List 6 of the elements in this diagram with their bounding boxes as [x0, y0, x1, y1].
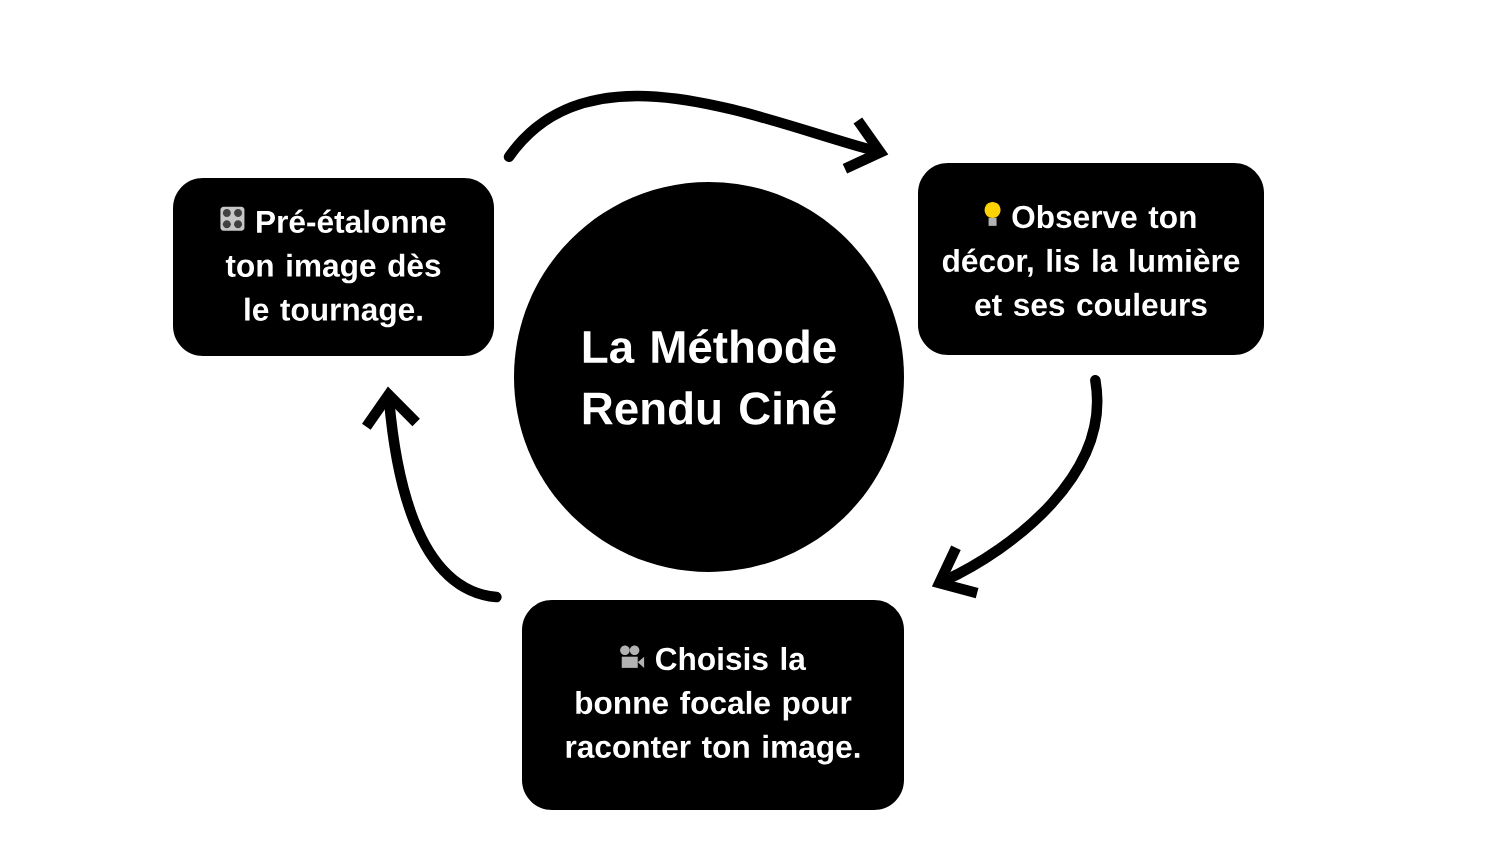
- curved-arrow: [931, 375, 1103, 599]
- curved-arrow: [503, 90, 889, 174]
- step-box: Choisis la bonne focale pour raconter ton image.: [522, 600, 904, 810]
- curved-arrow: [362, 386, 502, 603]
- step-box: Observe ton décor, lis la lumière et ses couleurs: [918, 163, 1264, 355]
- step-box: Pré-étalonne ton image dès le tournage.: [173, 178, 494, 356]
